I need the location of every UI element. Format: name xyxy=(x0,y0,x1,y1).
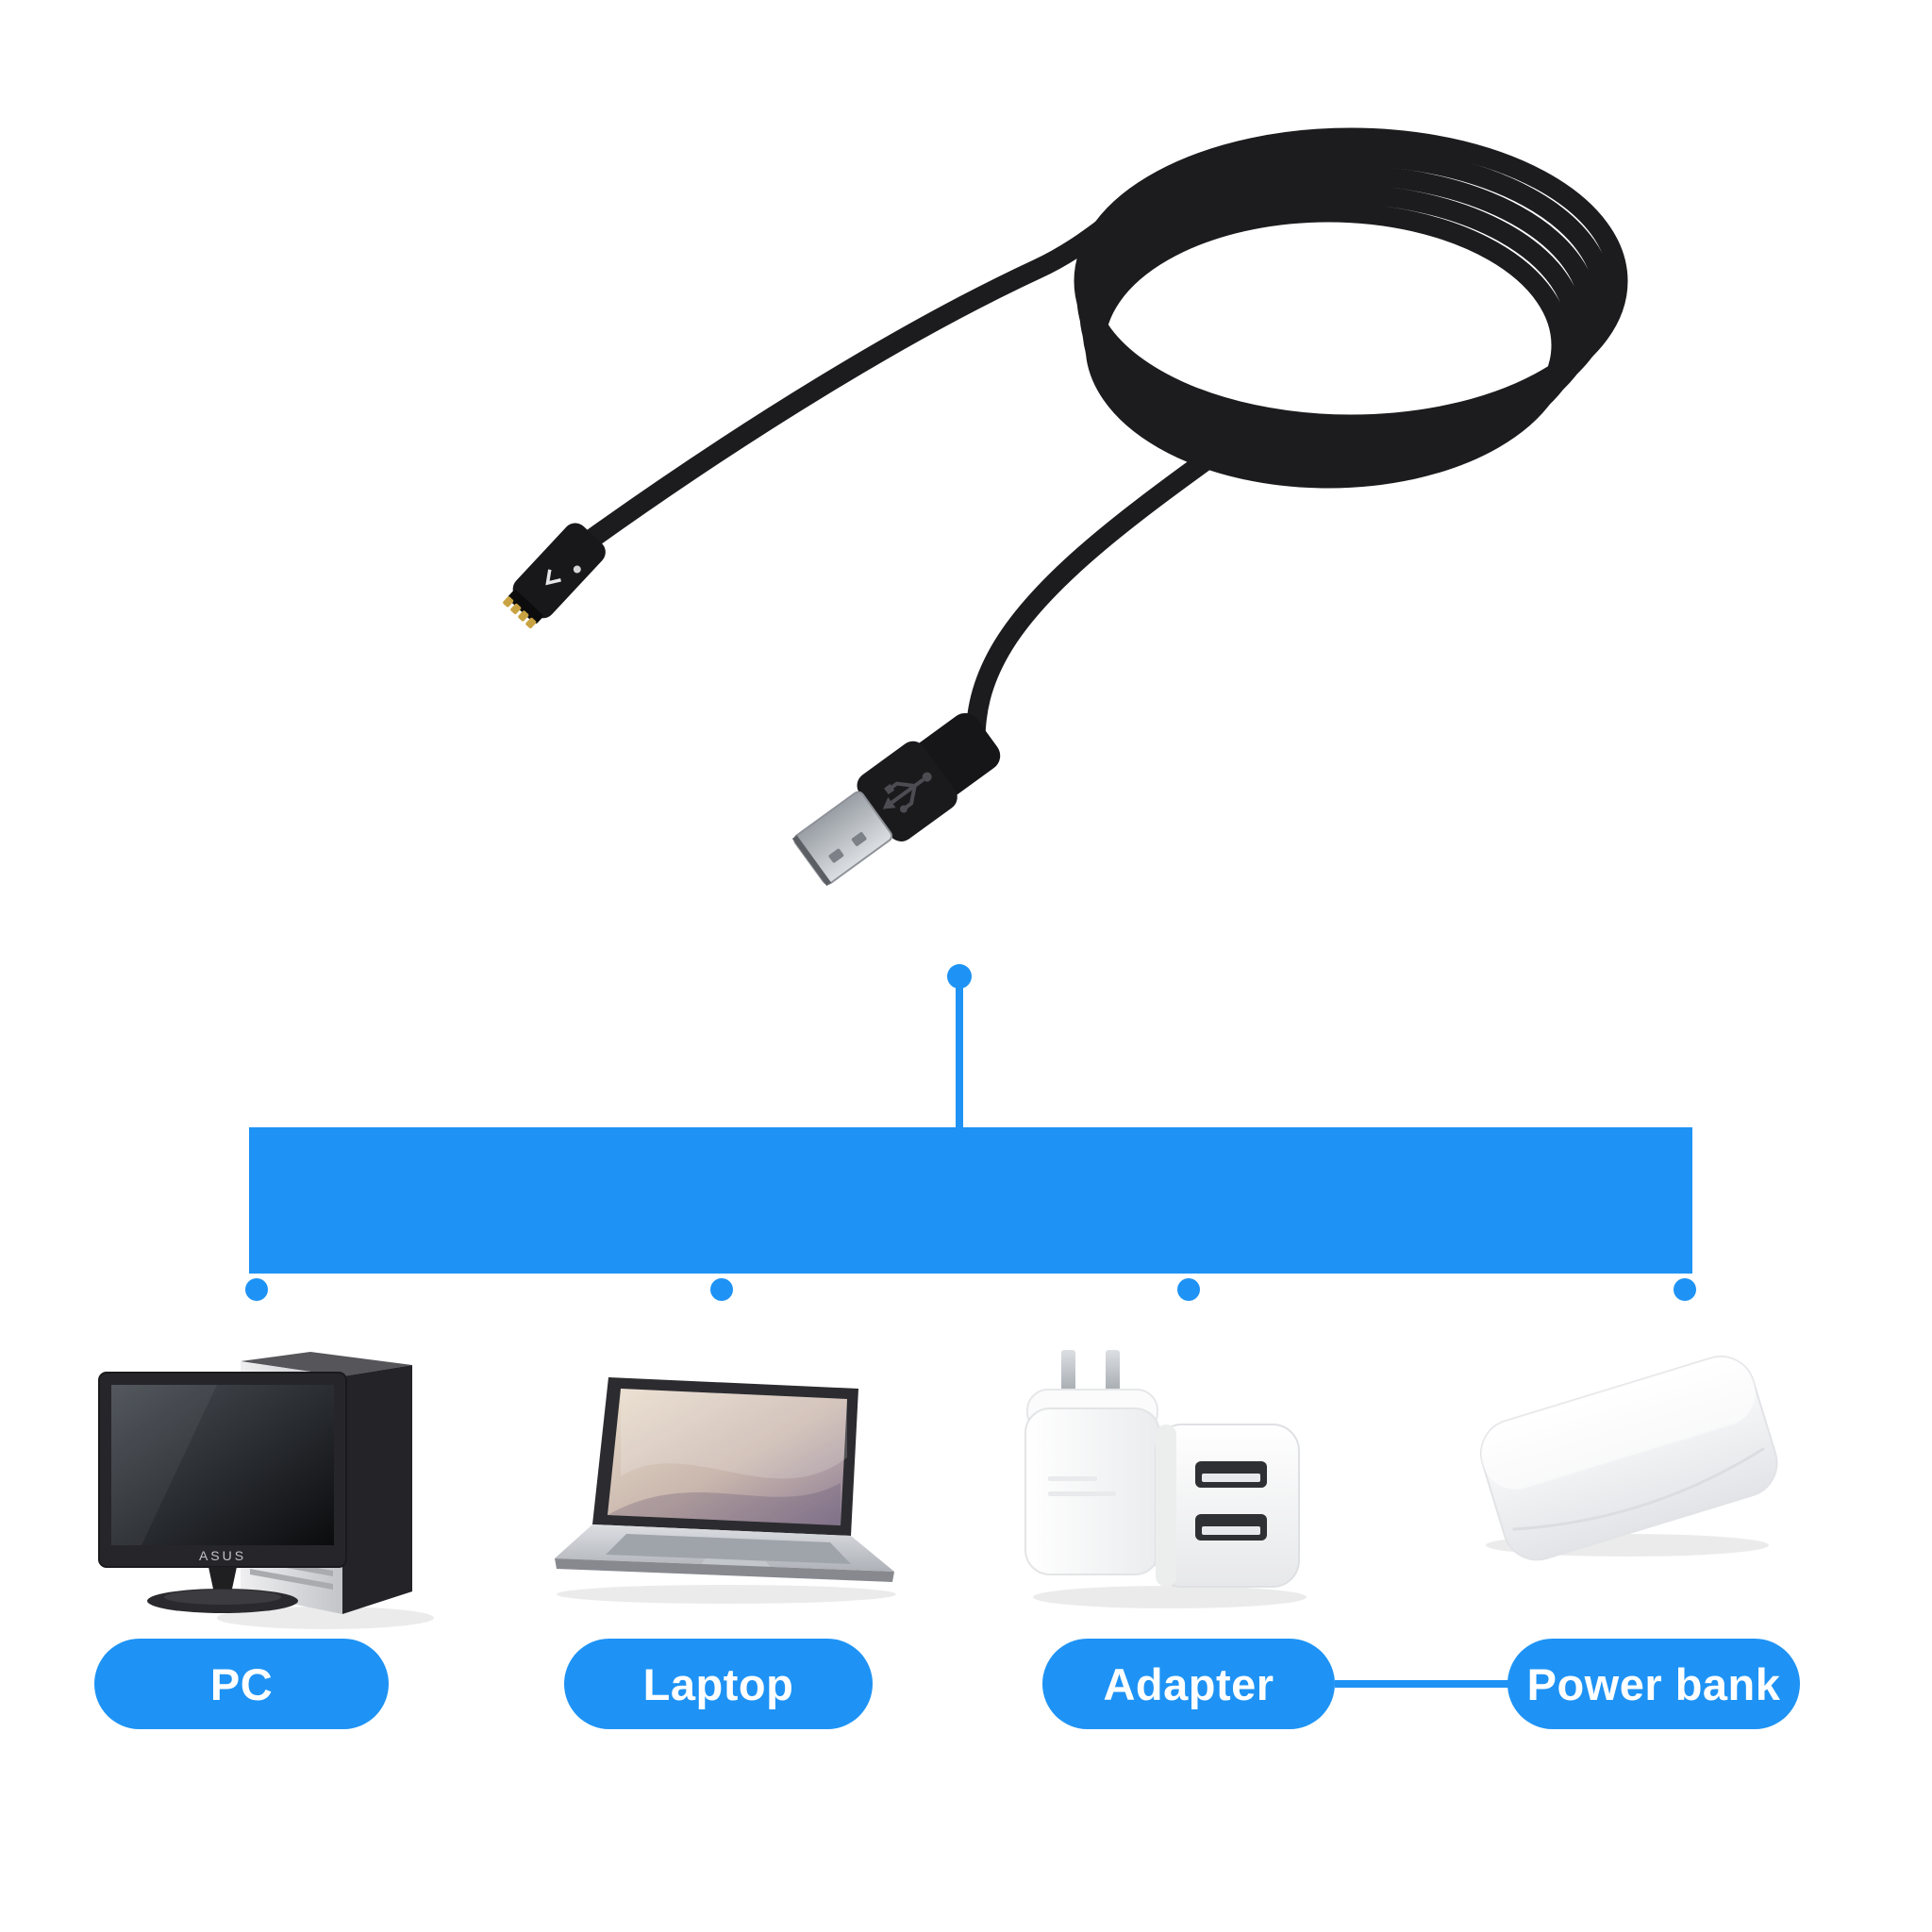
laptop-node xyxy=(710,1278,733,1301)
power-bank-image xyxy=(1480,1356,1778,1561)
pill-connector-line xyxy=(1335,1680,1509,1688)
usb-plug-node xyxy=(947,964,972,989)
label-pill-power-bank: Power bank xyxy=(1507,1639,1800,1729)
pc-monitor-screen xyxy=(111,1385,334,1545)
cable-run-to-connector xyxy=(580,175,1166,550)
label-pill-pc: PC xyxy=(94,1639,389,1729)
connection-lines xyxy=(245,964,1696,1301)
connector-gold-pins xyxy=(503,596,537,628)
usb-charging-cable-image xyxy=(503,127,1628,887)
monitor-brand-label: ASUS xyxy=(199,1548,246,1563)
label-pill-laptop: Laptop xyxy=(564,1639,873,1729)
power-bank-label: Power bank xyxy=(1526,1658,1781,1709)
adapter-with-prongs xyxy=(1024,1350,1160,1575)
desktop-pc-image: ASUS xyxy=(98,1352,434,1629)
pc-node xyxy=(245,1278,268,1301)
laptop-label: Laptop xyxy=(642,1658,794,1709)
label-pill-adapter: Adapter xyxy=(1042,1639,1335,1729)
usb-a-plug xyxy=(791,712,1001,887)
laptop-keyboard xyxy=(606,1534,851,1564)
adapter-label: Adapter xyxy=(1103,1658,1274,1709)
cable-run-to-usb xyxy=(965,449,1218,752)
laptop-screen xyxy=(608,1389,847,1525)
cable-coil xyxy=(580,127,1628,752)
watch-charging-connector xyxy=(503,523,606,628)
usb-wall-adapter-image xyxy=(1024,1350,1307,1608)
bracket-bar xyxy=(249,1127,1692,1274)
usb-trident-icon xyxy=(882,772,932,813)
pc-label: PC xyxy=(209,1658,274,1709)
adapter-node xyxy=(1177,1278,1200,1301)
pc-monitor: ASUS xyxy=(98,1372,347,1613)
power-bank-node xyxy=(1674,1278,1696,1301)
adapter-with-usb-ports xyxy=(1155,1424,1300,1588)
laptop-image xyxy=(555,1377,896,1604)
connector-arrow-mark xyxy=(545,569,561,586)
connector-dot-mark xyxy=(573,565,581,574)
vertical-connector-line xyxy=(956,984,963,1127)
